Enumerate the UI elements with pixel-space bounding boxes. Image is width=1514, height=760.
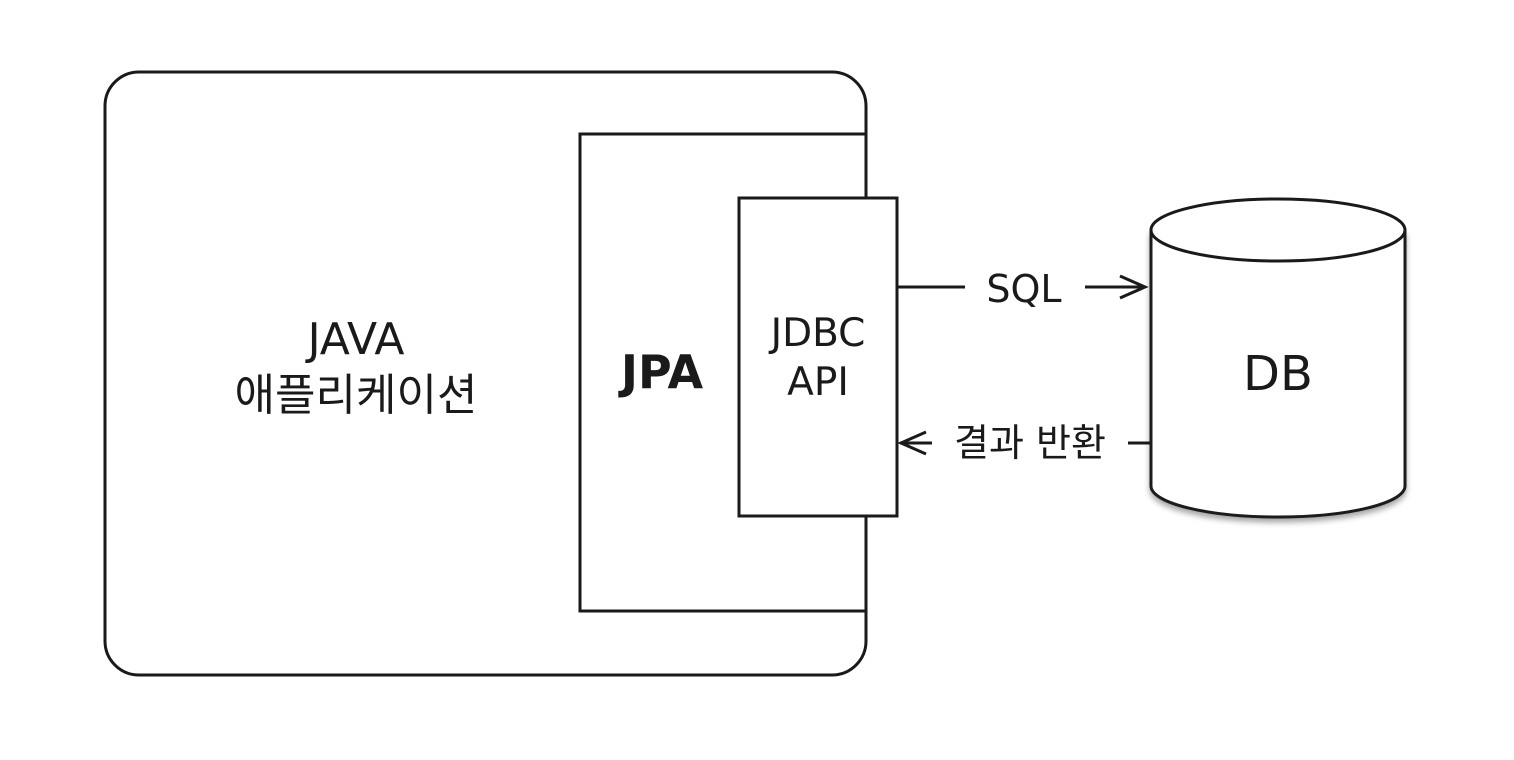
jdbc-api-box: JDBC API bbox=[737, 196, 899, 518]
database-cylinder: DB bbox=[1149, 197, 1407, 519]
database-label: DB bbox=[1243, 346, 1313, 402]
result-flow-arrow: 결과 반환 bbox=[897, 421, 1152, 465]
jdbc-label-line2: API bbox=[787, 360, 849, 405]
java-application-label-line2: 애플리케이션 bbox=[235, 370, 478, 421]
result-flow-label: 결과 반환 bbox=[954, 421, 1106, 465]
java-application-label-line1: JAVA bbox=[305, 314, 405, 365]
sql-flow-label: SQL bbox=[986, 267, 1061, 311]
jpa-label: JPA bbox=[618, 345, 704, 399]
sql-flow-arrow: SQL bbox=[897, 267, 1149, 311]
jdbc-label-line1: JDBC bbox=[768, 311, 866, 356]
